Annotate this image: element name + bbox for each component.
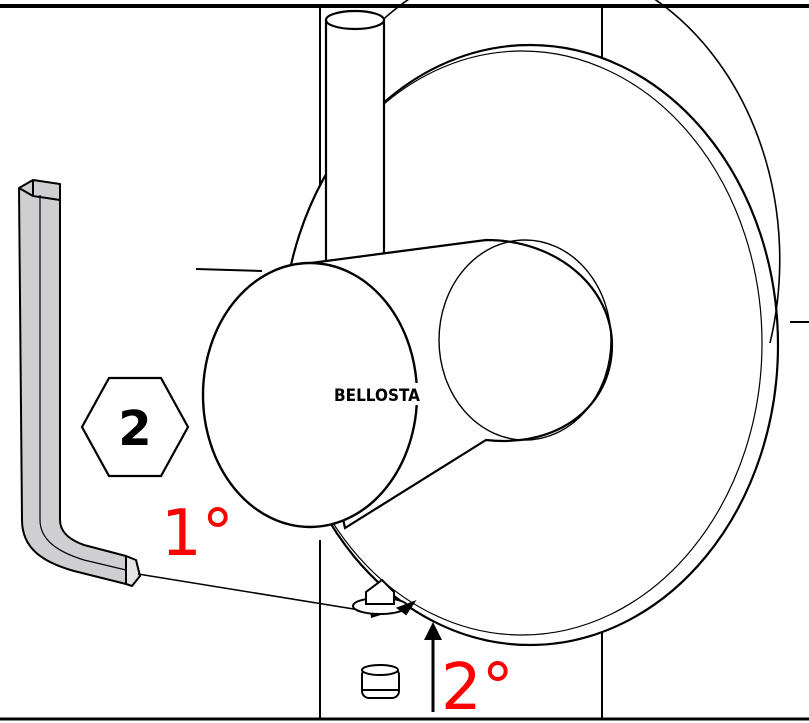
key-to-screw-line <box>137 573 373 613</box>
hex-size-badge-icon: 2 <box>80 376 190 478</box>
brand-logo-bg <box>332 383 422 405</box>
allen-key-icon <box>18 179 141 587</box>
screw-plug-icon <box>352 578 417 616</box>
brand-logo: BELLOSTA <box>334 386 421 406</box>
step-1-label: 1° <box>161 497 234 571</box>
step-2-label: 2° <box>441 651 514 723</box>
cap-icon <box>361 664 400 699</box>
arrow-up-icon <box>424 622 442 712</box>
hex-key-size-label: 2 <box>118 401 151 457</box>
